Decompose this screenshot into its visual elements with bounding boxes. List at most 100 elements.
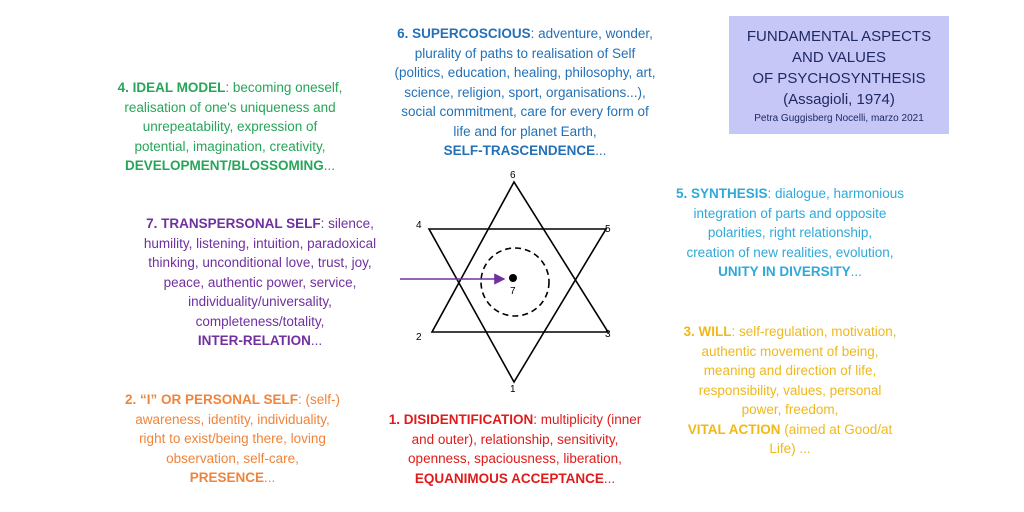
text-segment: humility, listening, intuition, paradoxi… [143,235,377,251]
text-line: 2. “I” OR PERSONAL SELF: (self-) [95,390,370,410]
bold-segment: 2. “I” OR PERSONAL SELF [124,392,299,407]
text-line: VITAL ACTION (aimed at Good/at [655,420,925,440]
bold-segment: 7. TRANSPERSONAL SELF [146,216,321,231]
text-segment: openness, spaciousness, liberation, [408,451,622,466]
text-segment: social commitment, care for every form o… [401,104,649,119]
text-segment: plurality of paths to realisation of Sel… [414,45,636,61]
text-line: openness, spaciousness, liberation, [360,449,670,469]
text-line: creation of new realities, evolution, [655,243,925,263]
text-segment: thinking, unconditional love, trust, joy… [148,255,372,270]
text-segment: ... [264,470,276,485]
text-line: UNITY IN DIVERSITY... [655,262,925,282]
star-label-5: 5 [605,224,611,235]
text-segment: science, religion, sport, organisations.… [404,84,646,100]
text-segment: unrepeatability, expression of [142,119,318,134]
title-line: AND VALUES [792,49,886,66]
star-label-1: 1 [510,384,516,395]
text-line: potential, imagination, creativity, [95,137,365,157]
bold-segment: INTER-RELATION [197,333,311,348]
bold-segment: 3. WILL [683,324,732,339]
bold-segment: 5. SYNTHESIS [675,186,768,201]
bold-segment: SELF-TRASCENDENCE [443,143,596,158]
text-line: 5. SYNTHESIS: dialogue, harmonious [655,184,925,204]
text-segment: peace, authentic power, service, [163,274,357,290]
bold-segment: VITAL ACTION [687,421,781,437]
text-line: 3. WILL: self-regulation, motivation, [655,322,925,342]
text-segment: : becoming oneself, [225,80,343,95]
personal-self-text: 2. “I” OR PERSONAL SELF: (self-)awarenes… [95,390,370,488]
text-line: life and for planet Earth, [360,122,690,142]
star-down-triangle [427,228,608,384]
text-line: responsibility, values, personal [655,381,925,401]
text-line: 1. DISIDENTIFICATION: multiplicity (inne… [360,410,670,430]
text-segment: individuality/universality, [188,294,332,309]
ideal-model-text: 4. IDEAL MODEL: becoming oneself,realisa… [95,78,365,176]
text-line: authentic movement of being, [655,342,925,362]
text-line: (politics, education, healing, philosoph… [360,63,690,83]
text-line: humility, listening, intuition, paradoxi… [120,234,400,254]
text-line: SELF-TRASCENDENCE... [360,141,690,161]
bold-segment: EQUANIMOUS ACCEPTANCE [414,470,604,486]
text-segment: Life) ... [769,441,811,456]
text-segment: life and for planet Earth, [453,123,597,139]
text-segment: : dialogue, harmonious [767,186,905,201]
text-line: EQUANIMOUS ACCEPTANCE... [360,469,670,489]
seven-point-star-diagram: 6 4 5 2 3 1 7 [400,170,611,395]
star-up-triangle [430,180,610,333]
text-line: realisation of one's uniqueness and [95,98,365,118]
text-line: awareness, identity, individuality, [95,410,370,430]
text-segment: and outer), relationship, sensitivity, [411,431,619,447]
text-segment: completeness/totality, [195,313,325,329]
text-line: DEVELOPMENT/BLOSSOMING... [95,156,365,176]
title-box: FUNDAMENTAL ASPECTS AND VALUES OF PSYCHO… [729,16,949,134]
text-line: plurality of paths to realisation of Sel… [360,44,690,64]
text-segment: awareness, identity, individuality, [135,411,330,427]
text-line: and outer), relationship, sensitivity, [360,430,670,450]
text-segment: : (self-) [298,392,341,407]
star-label-4: 4 [416,220,422,231]
star-label-7: 7 [510,286,516,297]
text-segment: : self-regulation, motivation, [731,324,897,339]
bold-segment: UNITY IN DIVERSITY [718,264,851,279]
text-line: meaning and direction of life, [655,361,925,381]
text-segment: creation of new realities, evolution, [686,244,894,260]
text-segment: power, freedom, [741,402,839,417]
text-segment: ... [603,470,616,486]
star-label-2: 2 [416,332,422,343]
text-segment: polarities, right relationship, [707,225,873,240]
will-text: 3. WILL: self-regulation, motivation,aut… [655,322,925,459]
bold-segment: 1. DISIDENTIFICATION [388,412,534,427]
disidentification-text: 1. DISIDENTIFICATION: multiplicity (inne… [360,410,670,488]
center-dot [509,274,517,282]
text-line: social commitment, care for every form o… [360,102,690,122]
text-segment: ... [595,143,607,158]
text-segment: integration of parts and opposite [693,205,887,221]
text-line: INTER-RELATION... [120,331,400,351]
text-line: peace, authentic power, service, [120,273,400,293]
text-segment: : silence, [320,216,374,231]
text-line: completeness/totality, [120,312,400,332]
text-line: power, freedom, [655,400,925,420]
bold-segment: DEVELOPMENT/BLOSSOMING [124,158,324,173]
text-line: 4. IDEAL MODEL: becoming oneself, [95,78,365,98]
text-line: integration of parts and opposite [655,204,925,224]
text-segment: potential, imagination, creativity, [134,138,326,154]
text-segment: meaning and direction of life, [703,363,877,378]
text-segment: realisation of one's uniqueness and [124,99,336,115]
text-segment: (politics, education, healing, philosoph… [394,65,656,80]
text-segment: ... [850,264,862,279]
text-line: unrepeatability, expression of [95,117,365,137]
text-line: science, religion, sport, organisations.… [360,83,690,103]
transpersonal-self-text: 7. TRANSPERSONAL SELF: silence,humility,… [120,214,400,351]
text-line: 6. SUPERCOSCIOUS: adventure, wonder, [360,24,690,44]
text-line: 7. TRANSPERSONAL SELF: silence, [120,214,400,234]
text-segment: observation, self-care, [166,450,299,466]
star-label-3: 3 [605,329,611,340]
text-segment: : multiplicity (inner [533,412,642,427]
text-segment: authentic movement of being, [701,343,879,359]
title-line: (Assagioli, 1974) [783,91,895,108]
text-segment: ... [310,333,323,348]
superconscious-text: 6. SUPERCOSCIOUS: adventure, wonder,plur… [360,24,690,161]
text-segment: right to exist/being there, loving [139,431,326,446]
